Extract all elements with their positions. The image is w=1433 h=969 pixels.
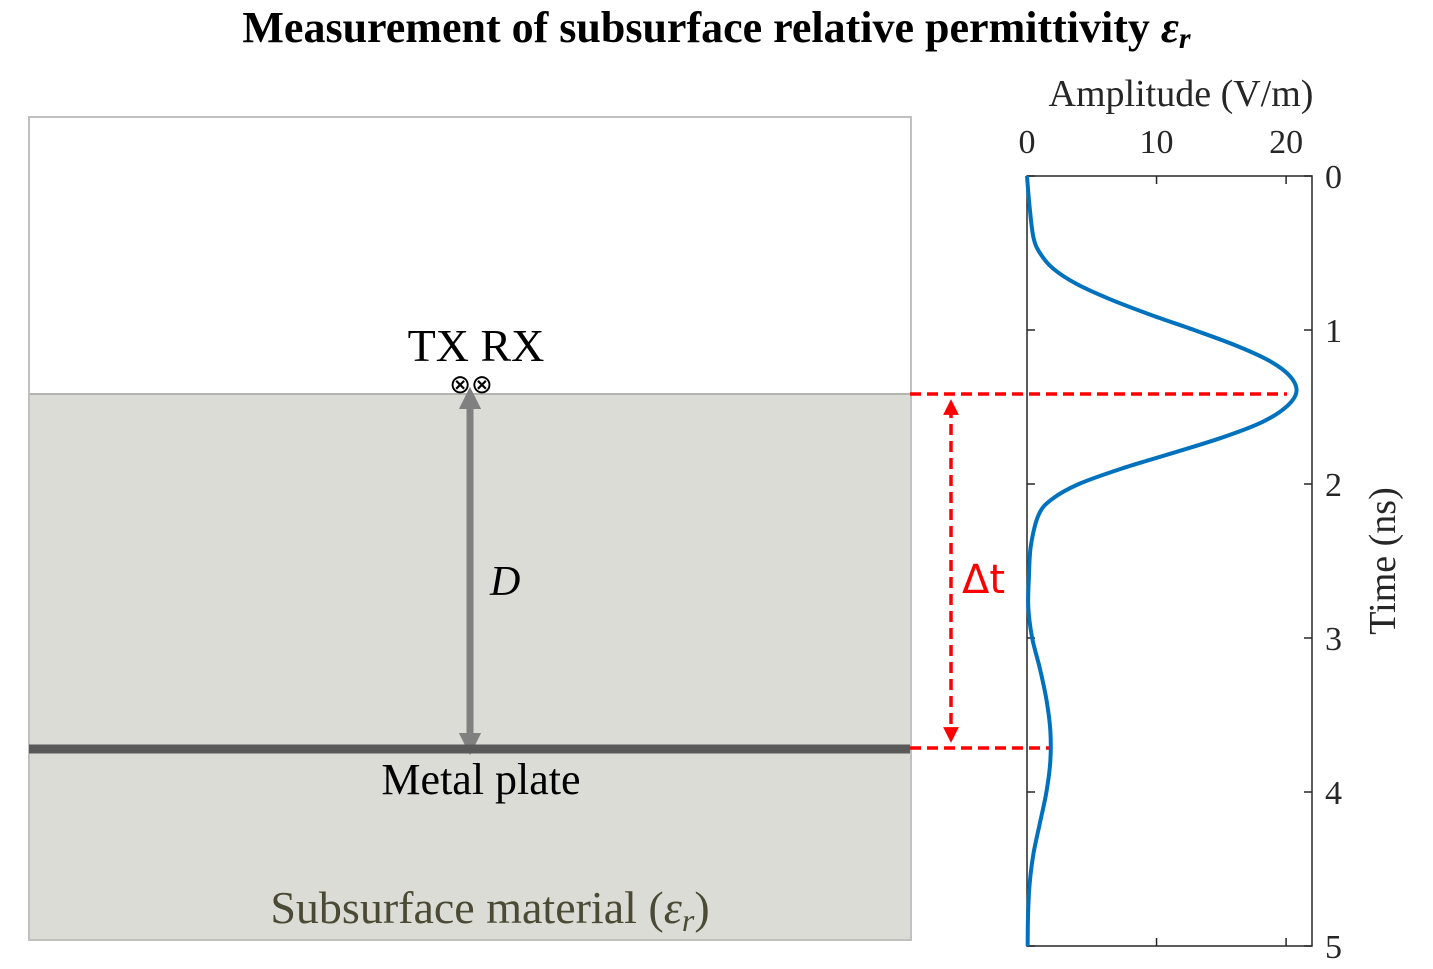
amplitude-time-chart: 0 10 20 0 1 2 3 4 5 Amplitude (V/m) Time (ns) (1019, 73, 1405, 966)
antenna-symbols: ⊗⊗ (449, 370, 493, 400)
title-epsilon-symbol: ε (1160, 3, 1179, 52)
y-tick-label: 2 (1325, 467, 1342, 504)
subsurface-material-label: Subsurface material (εr) (270, 882, 709, 938)
y-tick-label: 0 (1325, 159, 1342, 196)
figure-title: Measurement of subsurface relative permi… (0, 2, 1433, 56)
plot-frame (1026, 175, 1313, 947)
x-tick-label: 10 (1140, 124, 1174, 161)
depth-label: D (489, 559, 520, 605)
x-axis-label: Amplitude (V/m) (1049, 73, 1314, 115)
y-tick-label: 3 (1325, 621, 1342, 658)
y-tick-label: 5 (1325, 929, 1342, 966)
x-tick-label: 20 (1269, 124, 1303, 161)
metal-plate-label: Metal plate (381, 755, 580, 804)
y-tick-label: 4 (1325, 775, 1342, 812)
antenna-label: TX RX (408, 320, 545, 371)
delta-t-label: Δt (962, 557, 1005, 603)
amplitude-series-line (1025, 175, 1299, 947)
y-axis-label: Time (ns) (1362, 487, 1404, 634)
title-subscript: r (1178, 22, 1191, 55)
title-text: Measurement of subsurface relative permi… (242, 3, 1150, 52)
x-tick-label: 0 (1019, 124, 1036, 161)
y-tick-label: 1 (1325, 313, 1342, 350)
